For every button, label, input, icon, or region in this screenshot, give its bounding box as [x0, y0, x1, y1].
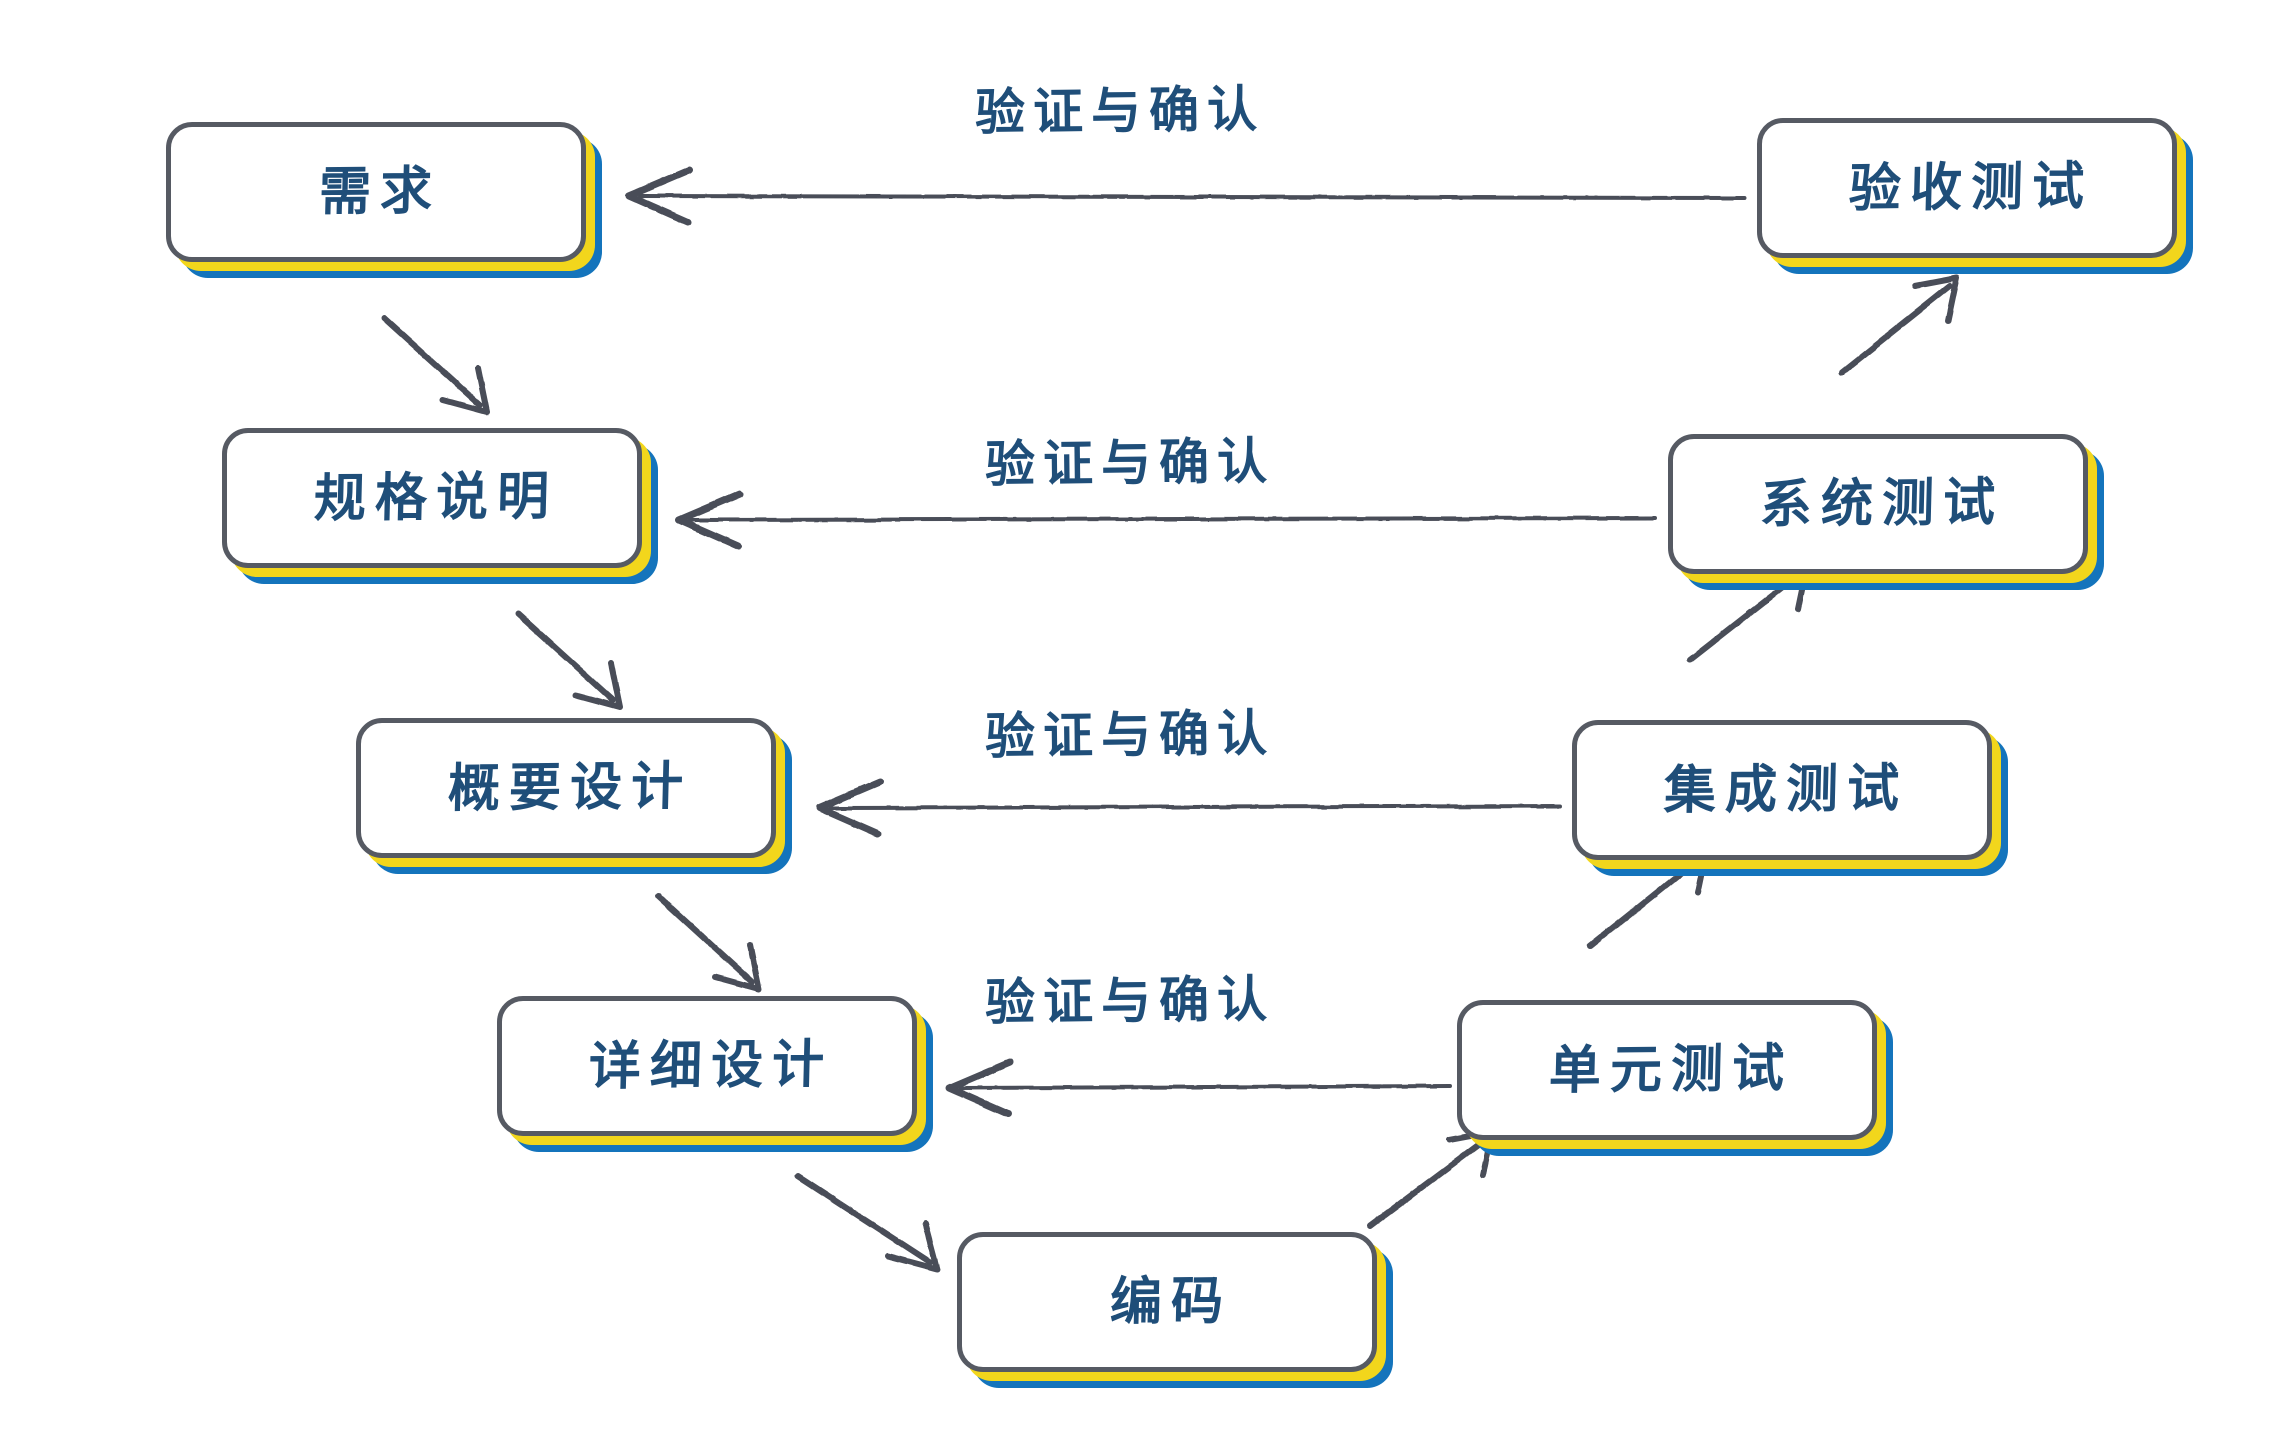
- node-coding[interactable]: 编码: [957, 1232, 1393, 1388]
- node-label-specification: 规格说明: [313, 466, 560, 530]
- node-face: 系统测试: [1668, 434, 2088, 574]
- node-acceptance-test[interactable]: 验收测试: [1757, 118, 2193, 274]
- node-system-test[interactable]: 系统测试: [1668, 434, 2104, 590]
- node-label-unit-test: 单元测试: [1548, 1038, 1795, 1102]
- node-label-detailed-design: 详细设计: [588, 1034, 835, 1098]
- arrow-detailed-to-coding: [795, 1173, 940, 1272]
- node-label-requirements: 需求: [318, 161, 443, 223]
- arrow-integration-to-highlevel: [815, 778, 1562, 838]
- node-specification[interactable]: 规格说明: [222, 428, 658, 584]
- node-face: 单元测试: [1457, 1000, 1877, 1140]
- node-integration-test[interactable]: 集成测试: [1572, 720, 2008, 876]
- edge-label-verification-validation-3: 验证与确认: [984, 704, 1276, 766]
- node-label-acceptance-test: 验收测试: [1848, 156, 2095, 220]
- arrow-system-to-specification: [675, 490, 1657, 550]
- arrow-specification-to-highlevel: [515, 611, 623, 710]
- node-label-coding: 编码: [1109, 1271, 1234, 1333]
- arrow-requirements-to-specification: [381, 315, 490, 415]
- node-face: 概要设计: [356, 718, 776, 858]
- node-face: 规格说明: [222, 428, 642, 568]
- node-detailed-design[interactable]: 详细设计: [497, 996, 933, 1152]
- edge-label-verification-validation-1: 验证与确认: [974, 80, 1266, 142]
- node-face: 集成测试: [1572, 720, 1992, 860]
- arrow-highlevel-to-detailed: [655, 893, 762, 992]
- node-requirements[interactable]: 需求: [166, 122, 602, 278]
- arrow-coding-to-unit: [1367, 1129, 1495, 1229]
- node-face: 需求: [166, 122, 586, 262]
- node-high-level-design[interactable]: 概要设计: [356, 718, 792, 874]
- node-label-high-level-design: 概要设计: [447, 756, 694, 820]
- node-face: 编码: [957, 1232, 1377, 1372]
- node-face: 验收测试: [1757, 118, 2177, 258]
- edge-label-verification-validation-4: 验证与确认: [984, 970, 1276, 1032]
- arrow-unit-to-detailed: [945, 1058, 1452, 1118]
- edge-label-verification-validation-2: 验证与确认: [984, 432, 1276, 494]
- arrow-acceptance-to-requirements: [625, 166, 1747, 226]
- node-unit-test[interactable]: 单元测试: [1457, 1000, 1893, 1156]
- node-face: 详细设计: [497, 996, 917, 1136]
- node-label-integration-test: 集成测试: [1663, 758, 1910, 822]
- arrow-system-to-acceptance: [1839, 275, 1960, 375]
- node-label-system-test: 系统测试: [1759, 472, 2006, 536]
